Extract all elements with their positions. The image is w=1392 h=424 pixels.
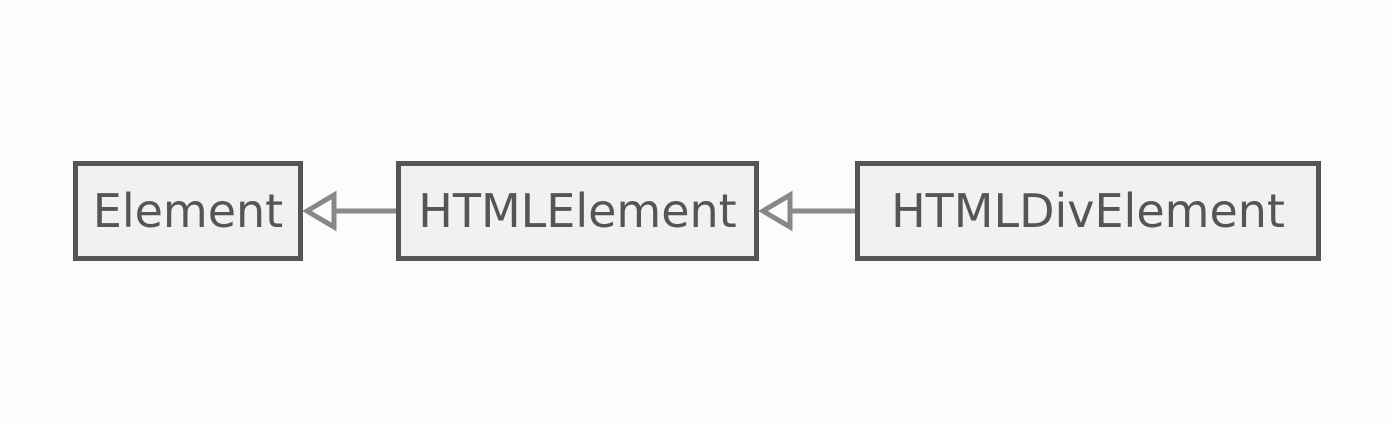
node-element: Element [73,161,303,261]
node-htmldivelement: HTMLDivElement [855,161,1321,261]
node-label: HTMLDivElement [891,184,1285,238]
hollow-triangle-arrow-icon [758,190,793,232]
node-label: HTMLElement [418,184,737,238]
hollow-triangle-arrow-icon [302,190,337,232]
node-htmlelement: HTMLElement [396,161,759,261]
edge-htmlelement-to-element [302,190,397,232]
edge-htmldivelement-to-htmlelement [758,190,856,232]
node-label: Element [92,184,284,238]
